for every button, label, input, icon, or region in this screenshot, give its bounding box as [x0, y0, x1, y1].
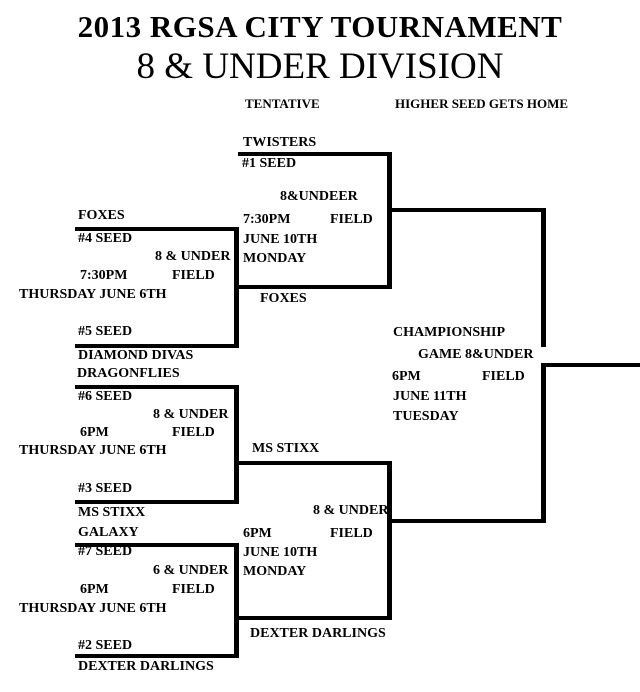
sf2-field: FIELD: [330, 526, 373, 541]
final-title-line1: CHAMPIONSHIP: [393, 325, 505, 340]
r1g3-bottom-team: DEXTER DARLINGS: [78, 659, 214, 674]
r1g1-bottom-team: DIAMOND DIVAS: [78, 348, 194, 363]
r1g3-time: 6PM: [80, 582, 109, 597]
bracket-line-r1g2-join: [234, 385, 239, 504]
r1g1-field: FIELD: [172, 268, 215, 283]
r1g2-top-seed: #6 SEED: [78, 389, 133, 404]
sf2-bottom-team: DEXTER DARLINGS: [250, 626, 386, 641]
final-time: 6PM: [392, 369, 421, 384]
bracket-line-r1g1-bottom: [75, 344, 239, 348]
bracket-line-sf1-bottom: [234, 285, 392, 289]
final-title-line2: GAME 8&UNDER: [418, 347, 534, 362]
r1g2-top-team: DRAGONFLIES: [77, 366, 180, 381]
bracket-line-r1g3-bottom: [75, 654, 239, 658]
sf1-top-team: TWISTERS: [243, 135, 317, 150]
sf1-date: JUNE 10TH: [243, 232, 318, 247]
r1g3-top-team: GALAXY: [78, 525, 139, 540]
bracket-line-r1g1-top: [75, 227, 239, 231]
sf2-top-team: MS STIXX: [252, 441, 320, 456]
bracket-line-r1g3-join: [234, 543, 239, 658]
sf1-field: FIELD: [330, 212, 373, 227]
sf2-division: 8 & UNDER: [313, 503, 389, 518]
r1g1-bottom-seed: #5 SEED: [78, 324, 133, 339]
bracket-line-final-join-top: [541, 208, 546, 347]
bracket-line-r1g2-bottom: [75, 500, 239, 504]
r1g2-date: THURSDAY JUNE 6TH: [19, 443, 167, 458]
bracket-line-r1g3-top: [75, 543, 239, 547]
sf2-date: JUNE 10TH: [243, 545, 318, 560]
final-date: JUNE 11TH: [393, 389, 467, 404]
r1g2-division: 8 & UNDER: [153, 407, 229, 422]
sf2-time: 6PM: [243, 526, 272, 541]
r1g1-division: 8 & UNDER: [155, 249, 231, 264]
page-title: 2013 RGSA CITY TOURNAMENT: [77, 9, 563, 44]
r1g3-bottom-seed: #2 SEED: [78, 638, 133, 653]
r1g2-field: FIELD: [172, 425, 215, 440]
final-field: FIELD: [482, 369, 525, 384]
higher-seed-note: HIGHER SEED GETS HOME: [395, 96, 569, 111]
sf1-division: 8&UNDEER: [280, 189, 358, 204]
sf1-top-seed: #1 SEED: [242, 156, 297, 171]
r1g3-date: THURSDAY JUNE 6TH: [19, 601, 167, 616]
bracket-line-sf1-join: [387, 152, 392, 289]
bracket-line-sf2-join: [387, 461, 392, 620]
sf1-time: 7:30PM: [243, 212, 291, 227]
tentative-note: TENTATIVE: [245, 96, 320, 111]
r1g1-top-seed: #4 SEED: [78, 231, 133, 246]
r1g1-top-team: FOXES: [78, 208, 125, 223]
final-day: TUESDAY: [393, 409, 459, 424]
r1g1-time: 7:30PM: [80, 268, 128, 283]
r1g2-bottom-team: MS STIXX: [78, 505, 146, 520]
bracket-line-sf2-bottom: [234, 616, 392, 620]
sf1-day: MONDAY: [243, 251, 307, 266]
sf1-bottom-team: FOXES: [260, 291, 307, 306]
r1g1-date: THURSDAY JUNE 6TH: [19, 287, 167, 302]
bracket-line-sf2-top: [234, 461, 392, 465]
r1g3-division: 6 & UNDER: [153, 563, 229, 578]
r1g2-bottom-seed: #3 SEED: [78, 481, 133, 496]
bracket-line-r1g2-top: [75, 385, 239, 389]
bracket-line-sf1-winner: [390, 208, 546, 212]
bracket-line-sf2-winner: [390, 519, 546, 523]
r1g3-top-seed: #7 SEED: [78, 544, 133, 559]
bracket-line-final-join-bottom: [541, 363, 546, 523]
r1g3-field: FIELD: [172, 582, 215, 597]
r1g2-time: 6PM: [80, 425, 109, 440]
sf2-day: MONDAY: [243, 564, 307, 579]
division-subtitle: 8 & UNDER DIVISION: [136, 46, 504, 87]
bracket-line-final-winner: [541, 363, 640, 367]
bracket-line-sf1-top: [238, 152, 392, 156]
